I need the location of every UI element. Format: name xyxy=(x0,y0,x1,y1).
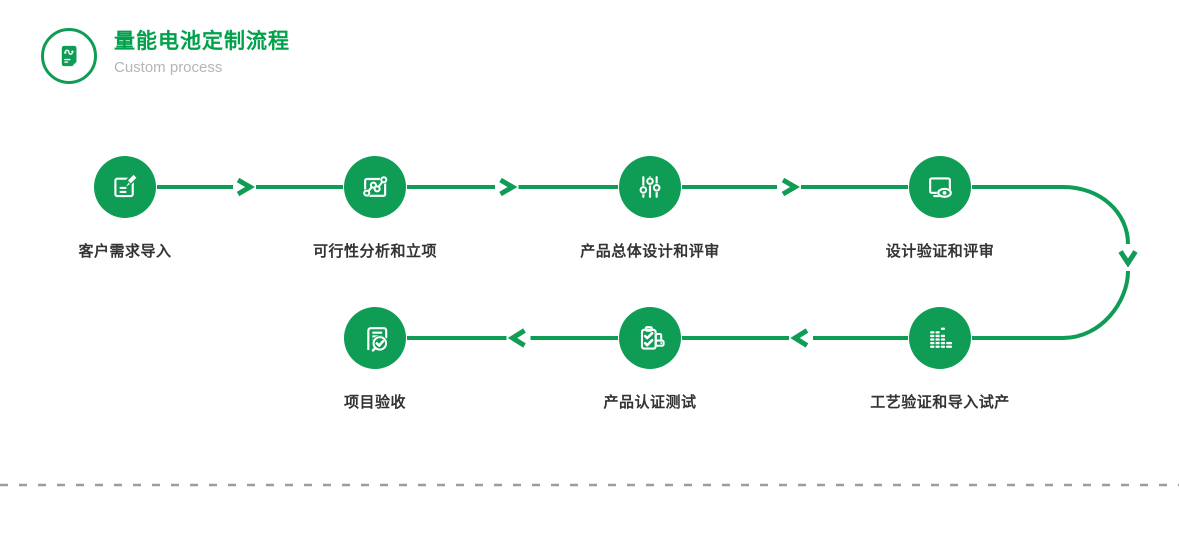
step-circle-7 xyxy=(344,307,406,369)
connector-curve-top xyxy=(972,185,1130,245)
arrow-right-icon xyxy=(236,177,255,197)
step-circle-6 xyxy=(619,307,681,369)
arrow-right-icon xyxy=(781,177,800,197)
arrow-left-icon xyxy=(507,328,526,348)
header: 量能电池定制流程 Custom process xyxy=(41,28,290,84)
arrow-left-icon xyxy=(790,328,809,348)
header-text: 量能电池定制流程 Custom process xyxy=(114,28,290,75)
edit-document-icon xyxy=(114,172,139,198)
page-subtitle: Custom process xyxy=(114,59,223,76)
step-label: 工艺验证和导入试产 xyxy=(870,394,1010,411)
step-circle-3 xyxy=(619,156,681,218)
step-label: 产品认证测试 xyxy=(603,394,697,411)
step-label: 项目验收 xyxy=(343,394,406,411)
step-circle-5 xyxy=(909,307,971,369)
step-label: 产品总体设计和评审 xyxy=(580,243,720,260)
step-circle-1 xyxy=(94,156,156,218)
sliders-icon xyxy=(638,176,662,198)
step-circle-2 xyxy=(344,156,406,218)
process-document-icon xyxy=(61,45,77,67)
arrow-right-icon xyxy=(499,177,518,197)
step-label: 设计验证和评审 xyxy=(885,243,995,260)
certification-checklist-truck-icon xyxy=(640,326,665,350)
trend-chart-icon xyxy=(362,175,388,198)
logo-badge xyxy=(41,28,97,84)
step-circle-4 xyxy=(909,156,971,218)
step-label: 可行性分析和立项 xyxy=(312,243,437,260)
arrow-down-icon xyxy=(1118,250,1138,268)
equalizer-bars-icon xyxy=(930,327,952,348)
page-title: 量能电池定制流程 xyxy=(114,30,290,53)
monitor-review-icon xyxy=(929,177,953,199)
connector-curve-bottom xyxy=(972,270,1130,340)
document-check-icon xyxy=(367,327,388,352)
step-label: 客户需求导入 xyxy=(78,243,172,260)
